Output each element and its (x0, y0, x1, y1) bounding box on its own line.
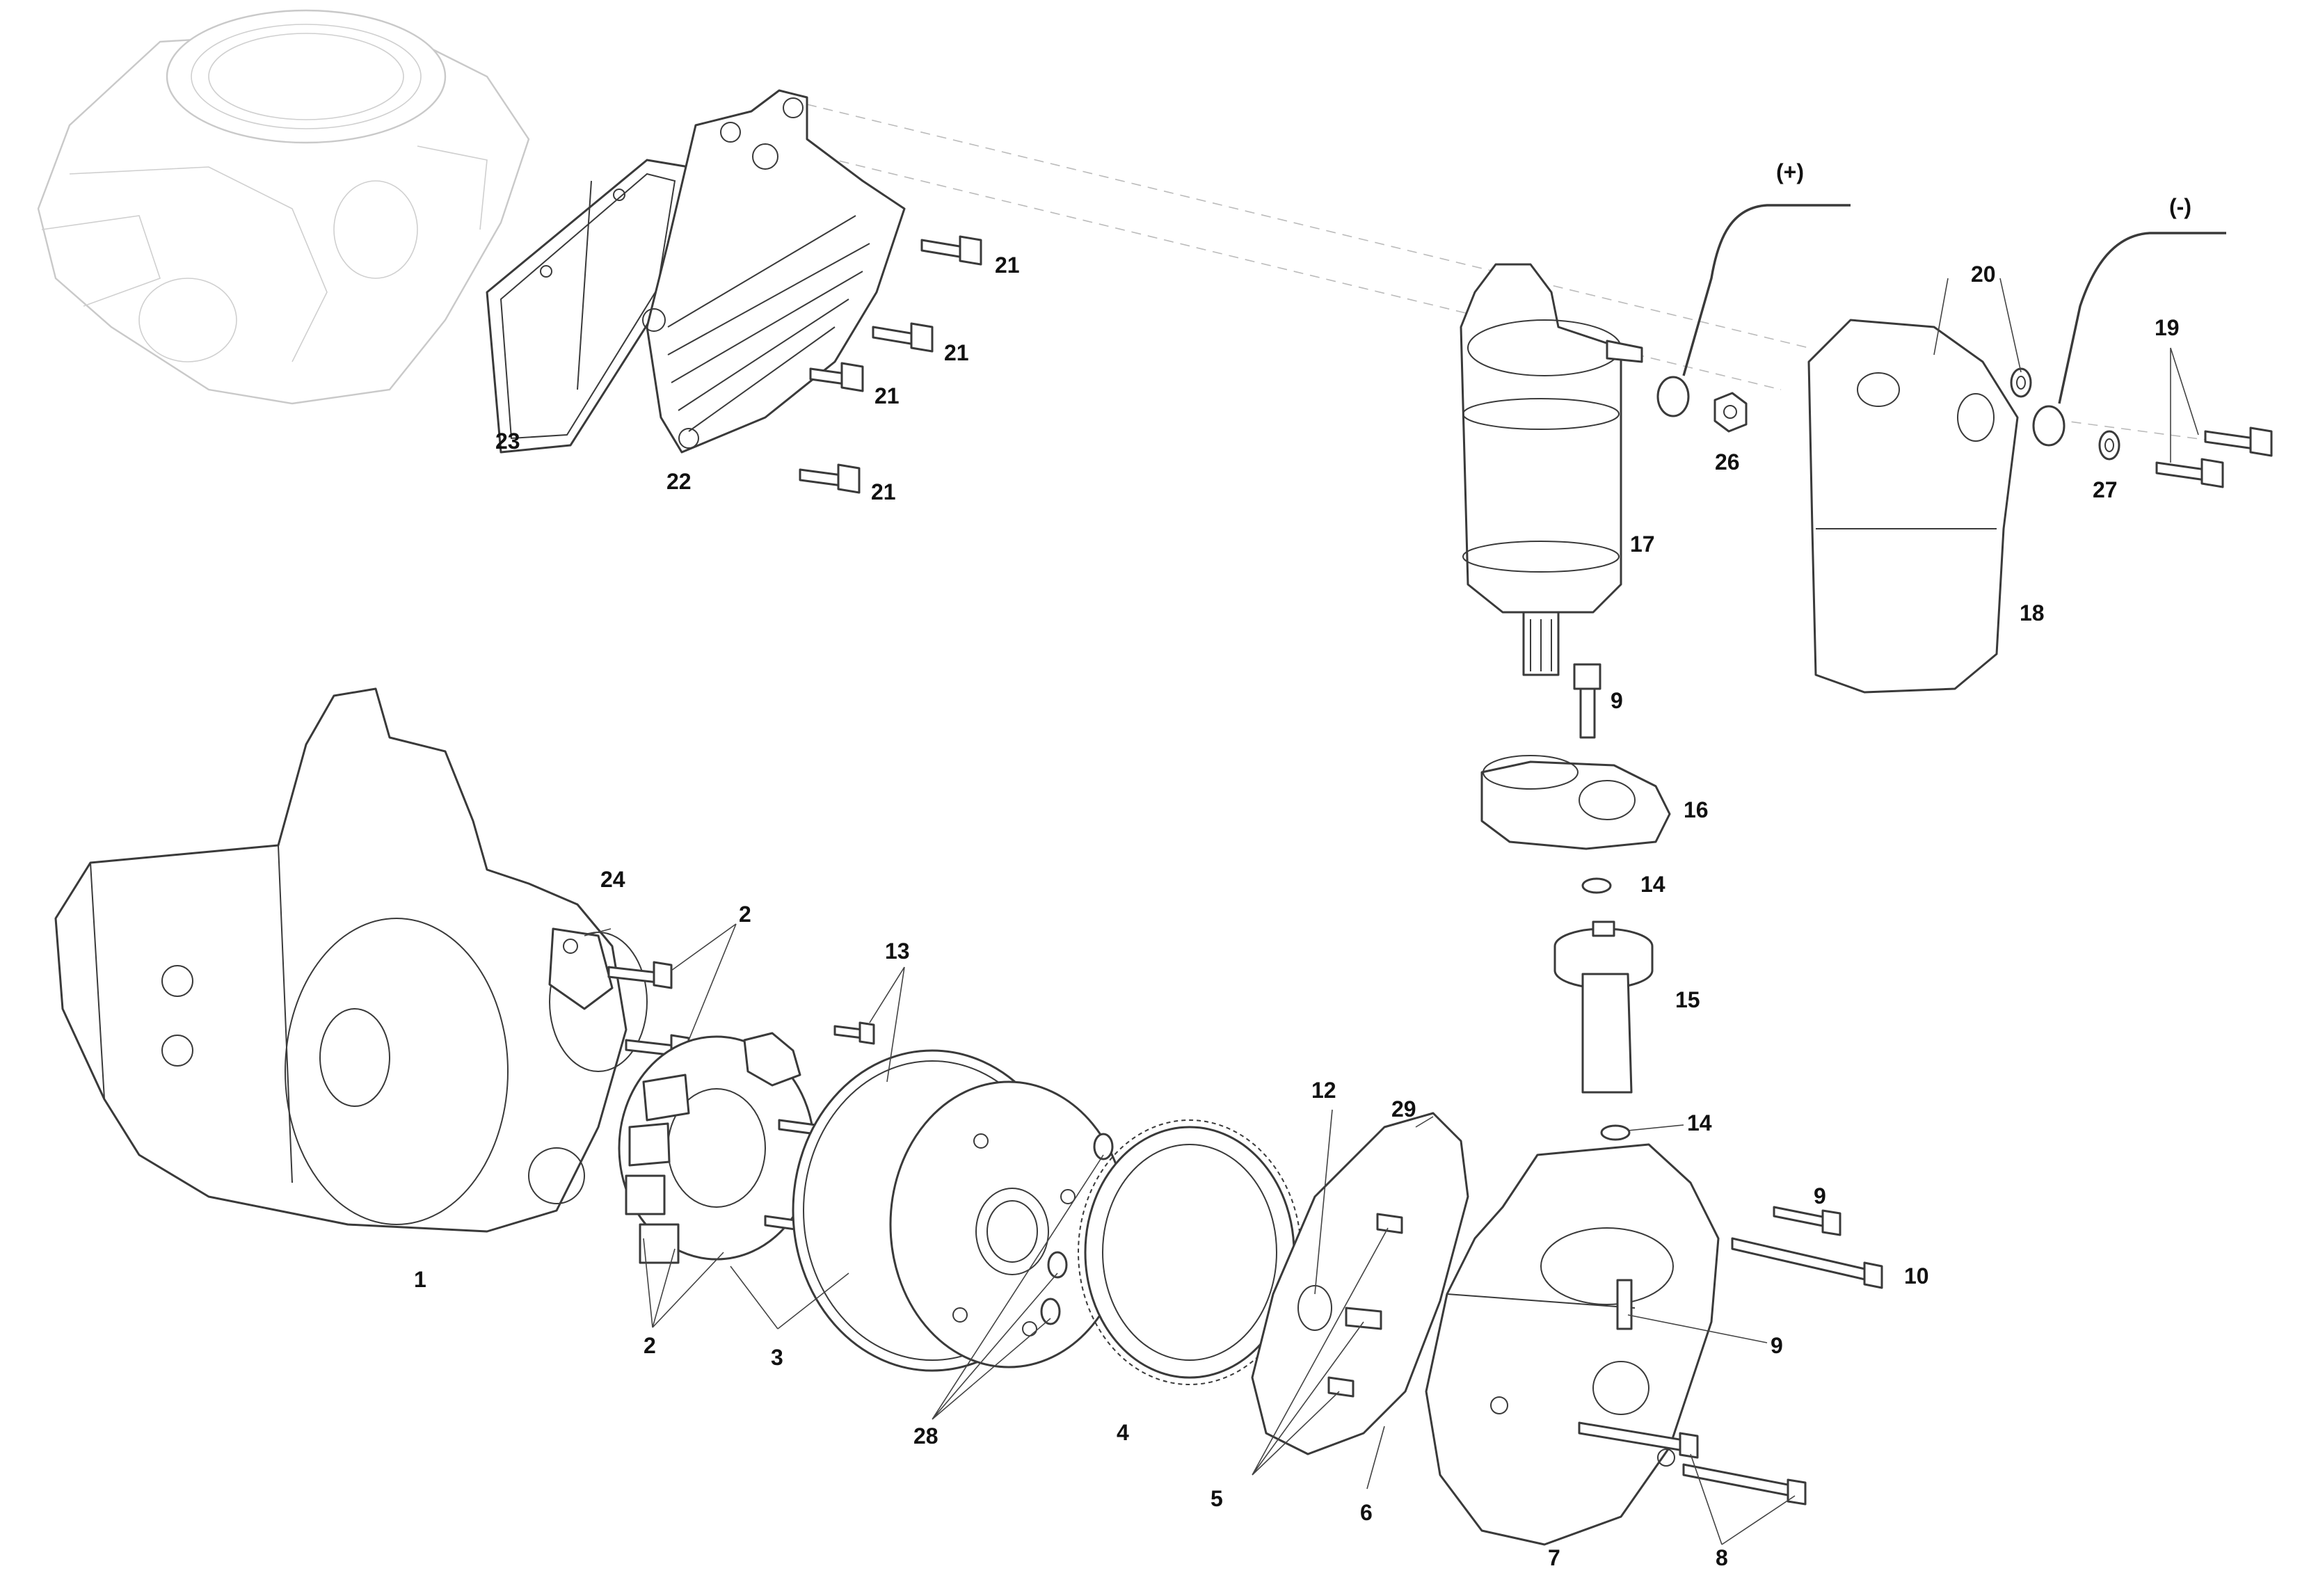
starter-motor-17 (1460, 263, 1643, 676)
callout-21-d: 21 (871, 479, 896, 504)
washer-27 (2098, 430, 2120, 461)
washer-14-upper (1581, 877, 1612, 894)
callout-21-b: 21 (944, 340, 969, 365)
callout-1: 1 (414, 1267, 426, 1292)
bolt-8-a (1578, 1421, 1699, 1459)
callout-28: 28 (913, 1423, 938, 1449)
leader-lines (584, 278, 2199, 1545)
callout-5: 5 (1211, 1486, 1223, 1511)
callout-24: 24 (600, 867, 625, 892)
crankcase-1 (54, 687, 648, 1233)
callout-14-upper: 14 (1640, 872, 1665, 897)
starter-bracket-22 (642, 89, 906, 454)
callout-19: 19 (2155, 315, 2180, 340)
callout-3: 3 (771, 1345, 783, 1370)
bolt-21-a (920, 235, 982, 266)
callout-12: 12 (1311, 1078, 1336, 1103)
bolt-8-b (1682, 1463, 1807, 1506)
negative-cable (2032, 232, 2226, 447)
positive-cable (1656, 204, 1851, 417)
washer-14-lower (1600, 1124, 1631, 1141)
bolt-21-b (872, 322, 934, 353)
flywheel-rotor-3 (792, 1049, 1128, 1372)
callout-29: 29 (1391, 1096, 1416, 1122)
callout-21-c: 21 (874, 383, 900, 408)
bolt-9-upper (1573, 663, 1601, 739)
starter-cover-18 (1807, 319, 2019, 694)
callout-2-lower: 2 (644, 1333, 656, 1358)
callout-9-upper: 9 (1611, 688, 1623, 713)
callout-26: 26 (1715, 449, 1740, 474)
callout-15: 15 (1675, 987, 1700, 1012)
screw-13-a (833, 1021, 875, 1045)
washers-28 (1040, 1133, 1114, 1325)
callout-18: 18 (2020, 600, 2045, 625)
ring-gear-4 (1078, 1119, 1302, 1385)
callout-21-a: 21 (995, 253, 1020, 278)
callout-20: 20 (1971, 262, 1996, 287)
callout-2-upper: 2 (739, 902, 751, 927)
washer-20 (2010, 367, 2032, 398)
callout-14-lower: 14 (1687, 1110, 1712, 1135)
callout-10: 10 (1904, 1263, 1929, 1288)
stator-2 (618, 1032, 815, 1264)
bolt-2-upper (607, 961, 673, 989)
positive-terminal-label: (+) (1776, 159, 1804, 184)
callout-9-right: 9 (1814, 1183, 1826, 1208)
engine-cover-7 (1425, 1143, 1720, 1546)
callout-22: 22 (666, 469, 692, 494)
callout-13: 13 (885, 939, 910, 964)
starter-gear-15 (1553, 920, 1654, 1094)
nut-26 (1713, 392, 1748, 433)
callout-6: 6 (1360, 1500, 1373, 1525)
bolt-21-d (799, 463, 861, 494)
callout-9-lower: 9 (1771, 1333, 1783, 1358)
callout-27: 27 (2093, 477, 2118, 502)
bolt-10 (1731, 1237, 1883, 1289)
gear-cover-16 (1480, 755, 1671, 850)
callout-16: 16 (1684, 797, 1709, 822)
studs-5 (1327, 1213, 1403, 1398)
callout-4: 4 (1117, 1420, 1129, 1445)
callout-17: 17 (1630, 532, 1655, 557)
cover-gasket-29 (1251, 1112, 1469, 1455)
callout-7: 7 (1548, 1545, 1560, 1570)
callout-23: 23 (495, 429, 520, 454)
bolt-9-right (1773, 1206, 1841, 1236)
negative-terminal-label: (-) (2169, 194, 2191, 219)
bolt-19-b (2155, 458, 2224, 488)
callout-8: 8 (1716, 1545, 1728, 1570)
ghost-cylinder-block (37, 9, 530, 405)
bolt-21-c (809, 362, 864, 392)
bolt-19-a (2204, 426, 2273, 457)
